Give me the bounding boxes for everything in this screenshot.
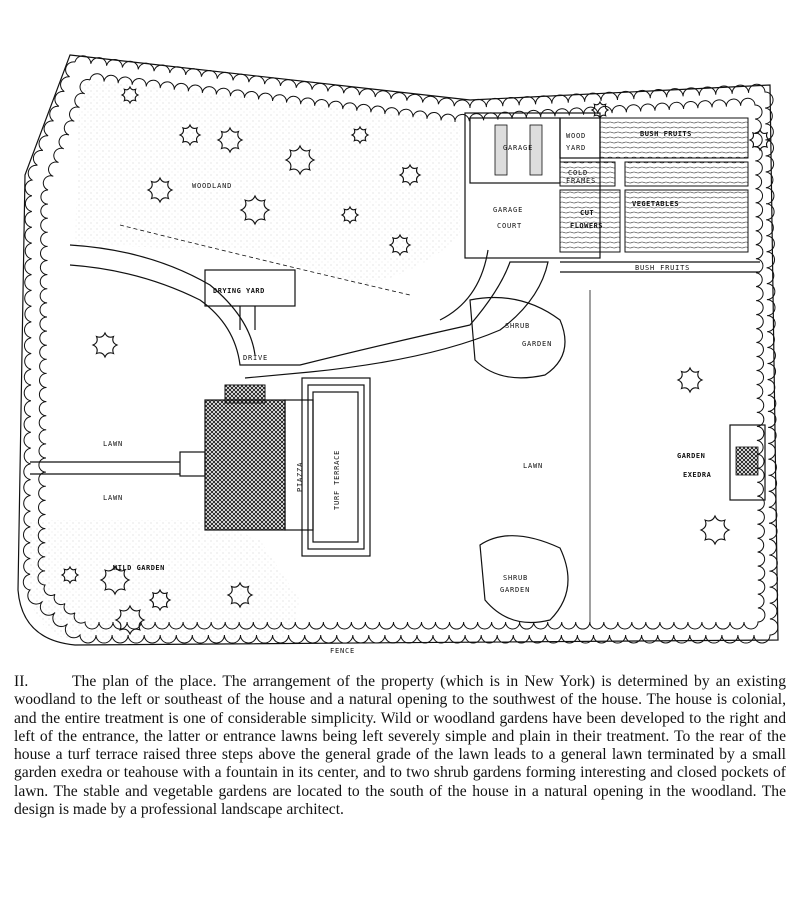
tree-symbol: [239, 194, 271, 226]
drying-yard: [204, 269, 296, 307]
label-wood-yard-1: WOOD: [566, 132, 586, 140]
label-bush-fruits-bottom: BUSH FRUITS: [635, 264, 690, 272]
label-fence: FENCE: [330, 647, 355, 655]
tree-symbol: [99, 564, 131, 596]
garden-exedra: [729, 424, 766, 501]
scallop-edge: [37, 73, 766, 630]
turf-terrace: [312, 391, 359, 543]
unlabeled-bed: [624, 161, 749, 187]
woodland-area: [75, 80, 460, 285]
label-drying-yard: DRYING YARD: [213, 287, 265, 295]
tree-symbol: [146, 176, 174, 204]
label-bush-fruits-top: BUSH FRUITS: [640, 130, 692, 138]
label-cut-flowers-2: FLOWERS: [570, 222, 603, 230]
caption-number: II.: [14, 673, 29, 690]
house: [204, 399, 286, 531]
tree-symbol: [388, 233, 412, 257]
scallop-edge: [22, 55, 779, 644]
driveway: [69, 261, 549, 379]
label-shrub-garden-top-2: GARDEN: [522, 340, 552, 348]
label-wood-yard-2: YARD: [566, 144, 586, 152]
label-garage-court-1: GARAGE: [493, 206, 523, 214]
tree-symbol: [284, 144, 316, 176]
label-garden-exedra-1: GARDEN: [677, 452, 705, 460]
shrub-garden-bottom: [479, 535, 569, 624]
tree-symbol: [216, 126, 244, 154]
wild-garden-area: [30, 520, 300, 640]
woodland-border: [22, 55, 779, 644]
label-lawn-main: LAWN: [523, 462, 543, 470]
label-shrub-garden-bottom-2: GARDEN: [500, 586, 530, 594]
woodland-path: [119, 224, 411, 296]
label-shrub-garden-bottom-1: SHRUB: [503, 574, 528, 582]
tree-symbol: [91, 331, 119, 359]
label-cold-frames-1: COLD: [568, 169, 588, 177]
tree-symbol: [60, 565, 80, 585]
label-lawn-lower: LAWN: [103, 494, 123, 502]
shrub-garden-top: [469, 296, 566, 379]
tree-symbol: [748, 128, 772, 152]
tree-symbol: [148, 588, 172, 612]
tree-symbol: [114, 604, 146, 636]
entrance-porch: [179, 451, 206, 477]
label-piazza: PIAZZA: [296, 462, 304, 492]
tree-symbol: [676, 366, 704, 394]
bush-fruits-bed-top: [599, 117, 749, 159]
tree-symbols: [60, 85, 772, 636]
label-garden-exedra-2: EXEDRA: [683, 471, 712, 479]
tree-symbol: [398, 163, 422, 187]
tree-symbol: [340, 205, 360, 225]
tree-symbol: [350, 125, 370, 145]
garden-plan-drawing: WOODLAND DRYING YARD GARAGE WOOD YARD GA…: [17, 54, 779, 655]
tree-symbol: [226, 581, 254, 609]
label-drive: DRIVE: [243, 354, 268, 362]
figure-caption: II.The plan of the place. The arrangemen…: [14, 673, 786, 819]
label-lawn-upper: LAWN: [103, 440, 123, 448]
label-vegetables: VEGETABLES: [632, 200, 679, 208]
label-cold-frames-2: FRAMES: [566, 177, 596, 185]
tree-symbol: [178, 123, 202, 147]
property-boundary: [17, 54, 779, 646]
label-turf-terrace: TURF TERRACE: [333, 450, 341, 510]
cold-frames-bed: [559, 161, 616, 187]
tree-symbol: [699, 514, 731, 546]
label-garage: GARAGE: [503, 144, 533, 152]
label-garage-court-2: COURT: [497, 222, 522, 230]
label-shrub-garden-top-1: SHRUB: [505, 322, 530, 330]
label-cut-flowers-1: CUT: [580, 209, 594, 217]
tree-symbol: [120, 85, 140, 105]
label-woodland: WOODLAND: [192, 182, 232, 190]
house-wing: [224, 384, 266, 404]
tree-symbol: [590, 100, 610, 120]
caption-text: The plan of the place. The arrangement o…: [14, 673, 786, 819]
label-wild-garden: WILD GARDEN: [113, 564, 165, 572]
vegetables-bed: [624, 189, 749, 253]
cut-flowers-bed: [559, 189, 621, 253]
